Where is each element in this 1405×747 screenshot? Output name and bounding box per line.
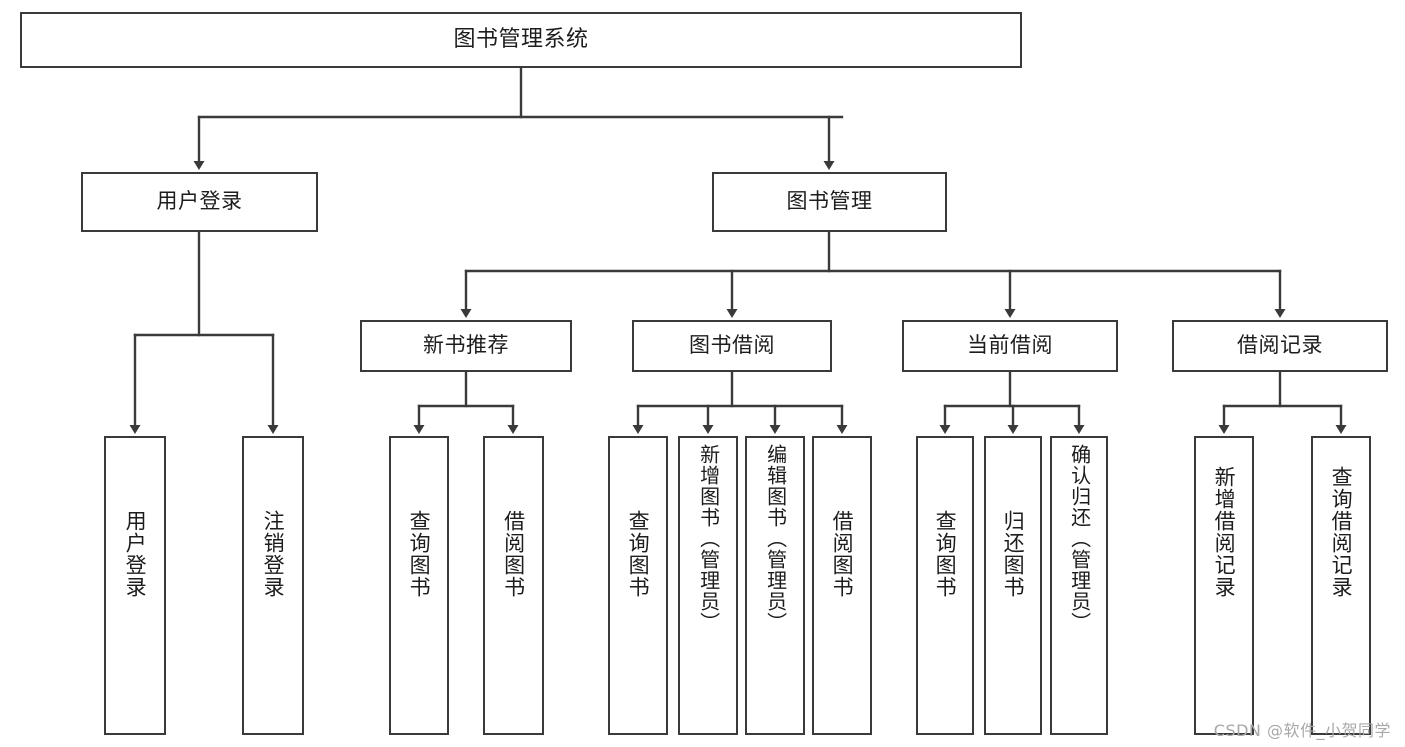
node-user-login[interactable]: 用户登录 xyxy=(81,172,318,232)
leaf-borrow-book-borrow[interactable]: 借阅图书 xyxy=(812,436,872,735)
node-new-book-recommend-label: 新书推荐 xyxy=(423,333,509,358)
node-current-borrow-label: 当前借阅 xyxy=(967,333,1053,358)
leaf-add-book-admin-label: 新增图书（管理员） xyxy=(696,444,721,633)
csdn-watermark: CSDN @软件_小贺同学 xyxy=(1213,721,1391,740)
node-root[interactable]: 图书管理系统 xyxy=(20,12,1022,68)
leaf-query-borrow-record[interactable]: 查询借阅记录 xyxy=(1311,436,1371,735)
node-book-borrow-label: 图书借阅 xyxy=(689,333,775,358)
leaf-query-book-recommend-label: 查询图书 xyxy=(407,510,432,598)
node-current-borrow[interactable]: 当前借阅 xyxy=(902,320,1118,372)
leaf-query-book-borrow-label: 查询图书 xyxy=(626,510,651,598)
node-book-management[interactable]: 图书管理 xyxy=(712,172,947,232)
node-book-borrow[interactable]: 图书借阅 xyxy=(632,320,832,372)
leaf-query-book-current[interactable]: 查询图书 xyxy=(916,436,974,735)
leaf-confirm-return-admin-label: 确认归还（管理员） xyxy=(1067,444,1092,633)
leaf-borrow-book-recommend[interactable]: 借阅图书 xyxy=(483,436,544,735)
leaf-add-borrow-record-label: 新增借阅记录 xyxy=(1212,466,1237,598)
leaf-return-book-label: 归还图书 xyxy=(1001,510,1026,598)
leaf-borrow-book-recommend-label: 借阅图书 xyxy=(501,510,526,598)
leaf-add-borrow-record[interactable]: 新增借阅记录 xyxy=(1194,436,1254,735)
leaf-user-login[interactable]: 用户登录 xyxy=(104,436,166,735)
node-borrow-record[interactable]: 借阅记录 xyxy=(1172,320,1388,372)
leaf-query-book-borrow[interactable]: 查询图书 xyxy=(608,436,668,735)
leaf-query-book-recommend[interactable]: 查询图书 xyxy=(389,436,449,735)
leaf-user-login-label: 用户登录 xyxy=(123,510,148,598)
node-borrow-record-label: 借阅记录 xyxy=(1237,333,1323,358)
leaf-edit-book-admin-label: 编辑图书（管理员） xyxy=(763,444,788,633)
node-new-book-recommend[interactable]: 新书推荐 xyxy=(360,320,572,372)
leaf-add-book-admin[interactable]: 新增图书（管理员） xyxy=(678,436,738,735)
node-user-login-label: 用户登录 xyxy=(156,189,243,214)
leaf-user-logout[interactable]: 注销登录 xyxy=(242,436,304,735)
leaf-query-book-current-label: 查询图书 xyxy=(933,510,958,598)
leaf-borrow-book-borrow-label: 借阅图书 xyxy=(830,510,855,598)
leaf-query-borrow-record-label: 查询借阅记录 xyxy=(1329,466,1354,598)
leaf-return-book[interactable]: 归还图书 xyxy=(984,436,1042,735)
leaf-confirm-return-admin[interactable]: 确认归还（管理员） xyxy=(1050,436,1108,735)
leaf-edit-book-admin[interactable]: 编辑图书（管理员） xyxy=(745,436,805,735)
node-root-label: 图书管理系统 xyxy=(453,26,589,52)
node-book-management-label: 图书管理 xyxy=(786,189,873,214)
leaf-user-logout-label: 注销登录 xyxy=(261,510,286,598)
